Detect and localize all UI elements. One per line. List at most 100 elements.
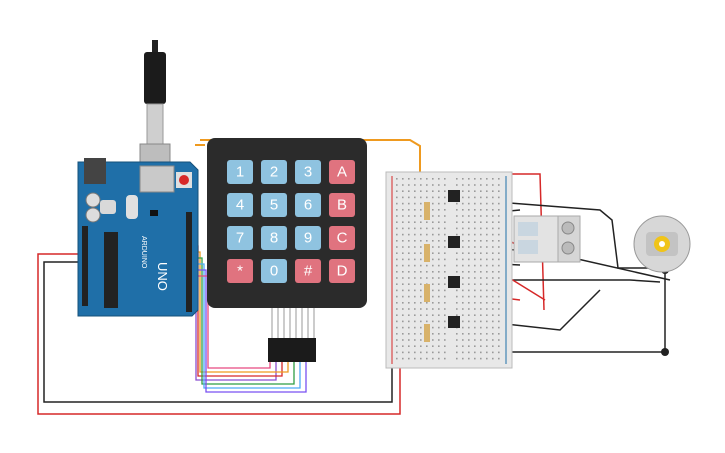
breadboard-hole xyxy=(432,246,434,248)
breadboard-hole xyxy=(474,246,476,248)
transistor-1[interactable] xyxy=(448,190,460,202)
breadboard-hole xyxy=(474,202,476,205)
breadboard-hole xyxy=(456,333,458,335)
breadboard-hole xyxy=(456,314,458,316)
breadboard[interactable] xyxy=(385,171,513,369)
keypad-key[interactable]: * xyxy=(227,259,253,283)
keypad-key[interactable]: B xyxy=(329,193,355,217)
breadboard-hole xyxy=(486,283,488,285)
breadboard-hole xyxy=(456,302,458,304)
crystal xyxy=(126,195,138,219)
breadboard-hole xyxy=(498,308,500,310)
breadboard-hole xyxy=(408,320,410,323)
breadboard-hole xyxy=(468,308,470,310)
breadboard-hole xyxy=(480,302,482,304)
dc-motor[interactable] xyxy=(633,215,691,273)
breadboard-hole xyxy=(486,320,488,323)
resistor-3[interactable] xyxy=(424,284,430,302)
keypad-key[interactable]: 7 xyxy=(227,226,253,250)
breadboard-hole xyxy=(438,339,440,341)
arduino-uno-board[interactable]: UNO ARDUINO xyxy=(77,158,199,317)
transistor-2[interactable] xyxy=(448,236,460,248)
breadboard-hole xyxy=(444,184,446,186)
keypad-key[interactable]: 5 xyxy=(261,193,287,217)
breadboard-hole xyxy=(408,215,410,217)
breadboard-hole xyxy=(462,178,464,180)
breadboard-hole xyxy=(438,196,440,199)
resistor-2[interactable] xyxy=(424,244,430,262)
breadboard-hole xyxy=(438,345,440,347)
breadboard-hole xyxy=(492,227,494,230)
breadboard-hole xyxy=(420,178,422,180)
breadboard-hole xyxy=(408,289,410,292)
breadboard-hole xyxy=(408,252,410,254)
breadboard-hole xyxy=(474,264,476,267)
keypad-key-label: 9 xyxy=(304,230,312,247)
breadboard-hole xyxy=(474,196,476,199)
breadboard-hole xyxy=(480,202,482,205)
breadboard-hole xyxy=(498,240,500,242)
breadboard-hole xyxy=(396,277,398,279)
breadboard-hole xyxy=(498,184,500,186)
breadboard-hole xyxy=(426,240,428,242)
breadboard-hole xyxy=(444,326,446,329)
breadboard-hole xyxy=(432,233,434,236)
capacitor-3 xyxy=(85,192,101,208)
transistor-3[interactable] xyxy=(448,276,460,288)
breadboard-hole xyxy=(468,184,470,186)
breadboard-hole xyxy=(396,339,398,341)
breadboard-hole xyxy=(438,215,440,217)
keypad-connector[interactable] xyxy=(268,338,316,362)
keypad-key[interactable]: # xyxy=(295,259,321,283)
keypad-key[interactable]: A xyxy=(329,160,355,184)
breadboard-hole xyxy=(480,264,482,267)
breadboard-hole xyxy=(474,233,476,236)
breadboard-hole xyxy=(396,351,398,354)
breadboard-hole xyxy=(432,314,434,316)
digital-header[interactable] xyxy=(186,212,192,312)
capacitor-1 xyxy=(100,200,116,214)
keypad-key[interactable]: C xyxy=(329,226,355,250)
breadboard-hole xyxy=(444,264,446,267)
keypad-key[interactable]: 1 xyxy=(227,160,253,184)
transistor-4[interactable] xyxy=(448,316,460,328)
keypad-key[interactable]: 4 xyxy=(227,193,253,217)
breadboard-hole xyxy=(432,357,434,360)
breadboard-hole xyxy=(474,345,476,347)
keypad-key[interactable]: 2 xyxy=(261,160,287,184)
breadboard-hole xyxy=(402,178,404,180)
breadboard-hole xyxy=(444,196,446,199)
breadboard-hole xyxy=(480,345,482,347)
breadboard-hole xyxy=(402,190,404,192)
breadboard-hole xyxy=(420,264,422,267)
breadboard-hole xyxy=(396,345,398,347)
keypad-key[interactable]: 0 xyxy=(261,259,287,283)
breadboard-hole xyxy=(498,339,500,341)
power-header[interactable] xyxy=(82,226,88,306)
breadboard-hole xyxy=(480,308,482,310)
breadboard-hole xyxy=(420,240,422,242)
keypad-key[interactable]: 6 xyxy=(295,193,321,217)
breadboard-hole xyxy=(414,264,416,267)
breadboard-hole xyxy=(438,184,440,186)
breadboard-hole xyxy=(444,339,446,341)
keypad-key[interactable]: D xyxy=(329,259,355,283)
breadboard-hole xyxy=(402,351,404,354)
relay-module[interactable] xyxy=(513,215,581,263)
breadboard-hole xyxy=(498,221,500,223)
resistor-1[interactable] xyxy=(424,202,430,220)
breadboard-hole xyxy=(456,178,458,180)
keypad-key[interactable]: 8 xyxy=(261,226,287,250)
breadboard-hole xyxy=(474,302,476,304)
breadboard-hole xyxy=(444,333,446,335)
keypad-key[interactable]: 3 xyxy=(295,160,321,184)
keypad-key-label: D xyxy=(337,263,348,280)
resistor-4[interactable] xyxy=(424,324,430,342)
breadboard-hole xyxy=(438,302,440,304)
keypad-key[interactable]: 9 xyxy=(295,226,321,250)
breadboard-hole xyxy=(444,320,446,323)
breadboard-hole xyxy=(474,308,476,310)
breadboard-hole xyxy=(402,333,404,335)
